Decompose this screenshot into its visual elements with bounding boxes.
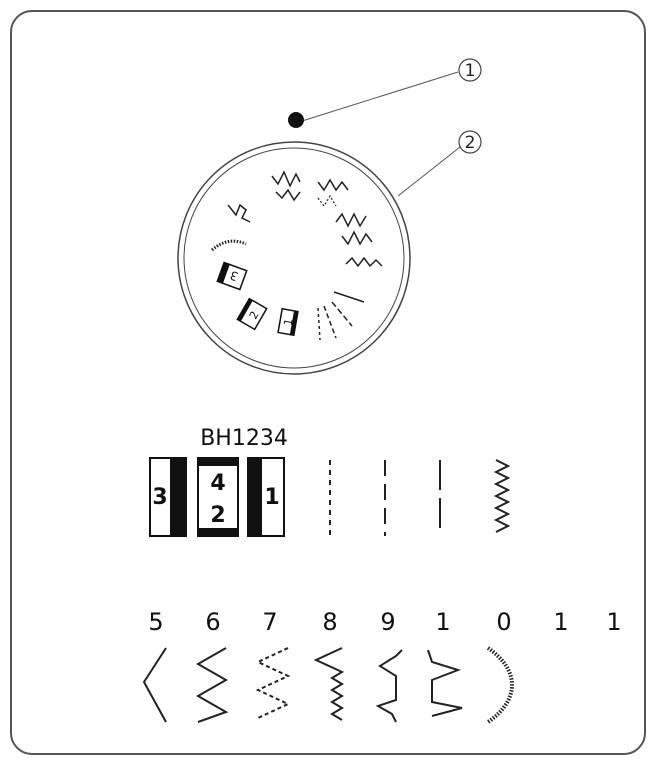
stitch-number-2: 6 <box>205 608 220 636</box>
dial-outer-ring <box>177 141 411 375</box>
dial-stitch-straight-1 <box>333 291 365 303</box>
pattern-dial[interactable]: 3 2 1 <box>177 141 411 375</box>
buttonhole-group-label: BH1234 <box>200 426 288 451</box>
stitch-pattern-10 <box>427 649 463 717</box>
diagram-frame <box>10 10 646 755</box>
dial-stitch-feather <box>271 170 301 188</box>
stitch-pattern-11 <box>486 646 514 724</box>
callout-leader-1 <box>301 71 459 122</box>
svg-text:3: 3 <box>152 485 167 510</box>
callout-circle-2 <box>458 130 482 154</box>
stitch-pattern-5 <box>142 647 167 723</box>
stitch-number-9: 1 <box>606 608 621 636</box>
indicator-dot <box>288 112 304 128</box>
svg-text:4: 4 <box>210 471 225 496</box>
dial-stitch-zigzag-small <box>345 256 383 268</box>
svg-text:3: 3 <box>228 268 240 284</box>
callout-circle-1 <box>458 58 482 82</box>
svg-text:1: 1 <box>281 318 295 327</box>
dial-inner-ring <box>183 147 405 369</box>
dial-stitch-straight-3 <box>323 305 337 339</box>
dial-stitch-triple <box>317 194 337 208</box>
dial-stitch-straight-4 <box>317 307 321 341</box>
zigzag-stitch-narrow <box>493 459 511 533</box>
dial-buttonhole-2: 2 <box>236 297 268 331</box>
stitch-number-7: 0 <box>496 608 511 636</box>
dial-stitch-tricot <box>317 178 349 192</box>
dial-stitch-straight-2 <box>331 301 353 327</box>
stitch-number-1: 5 <box>148 608 163 636</box>
buttonhole-icon-1: 1 <box>247 457 285 537</box>
callout-leader-2 <box>397 146 461 197</box>
svg-text:1: 1 <box>264 485 279 510</box>
stitch-pattern-7 <box>255 647 291 719</box>
dial-stitch-scallop <box>211 239 247 252</box>
callout-number-2: 2 <box>465 133 476 153</box>
dial-stitch-zigzag-large <box>335 212 367 228</box>
stitch-number-6: 1 <box>435 608 450 636</box>
stitch-pattern-9 <box>375 649 403 723</box>
buttonhole-icon-3: 3 <box>149 457 187 537</box>
buttonhole-icon-4-2: 4 2 <box>197 457 239 537</box>
stitch-pattern-6 <box>195 647 229 723</box>
stitch-number-3: 7 <box>262 608 277 636</box>
dial-stitch-multi-zigzag <box>341 230 373 246</box>
stitch-number-4: 8 <box>322 608 337 636</box>
stitch-number-8: 1 <box>553 608 568 636</box>
dial-buttonhole-1: 1 <box>277 307 299 337</box>
stitch-pattern-8 <box>313 647 345 721</box>
dial-stitch-blind <box>227 203 251 223</box>
callout-number-1: 1 <box>465 61 476 81</box>
dial-stitch-overedge <box>275 188 301 202</box>
svg-text:2: 2 <box>210 503 225 528</box>
stitch-number-5: 9 <box>380 608 395 636</box>
dial-buttonhole-3: 3 <box>216 261 248 291</box>
